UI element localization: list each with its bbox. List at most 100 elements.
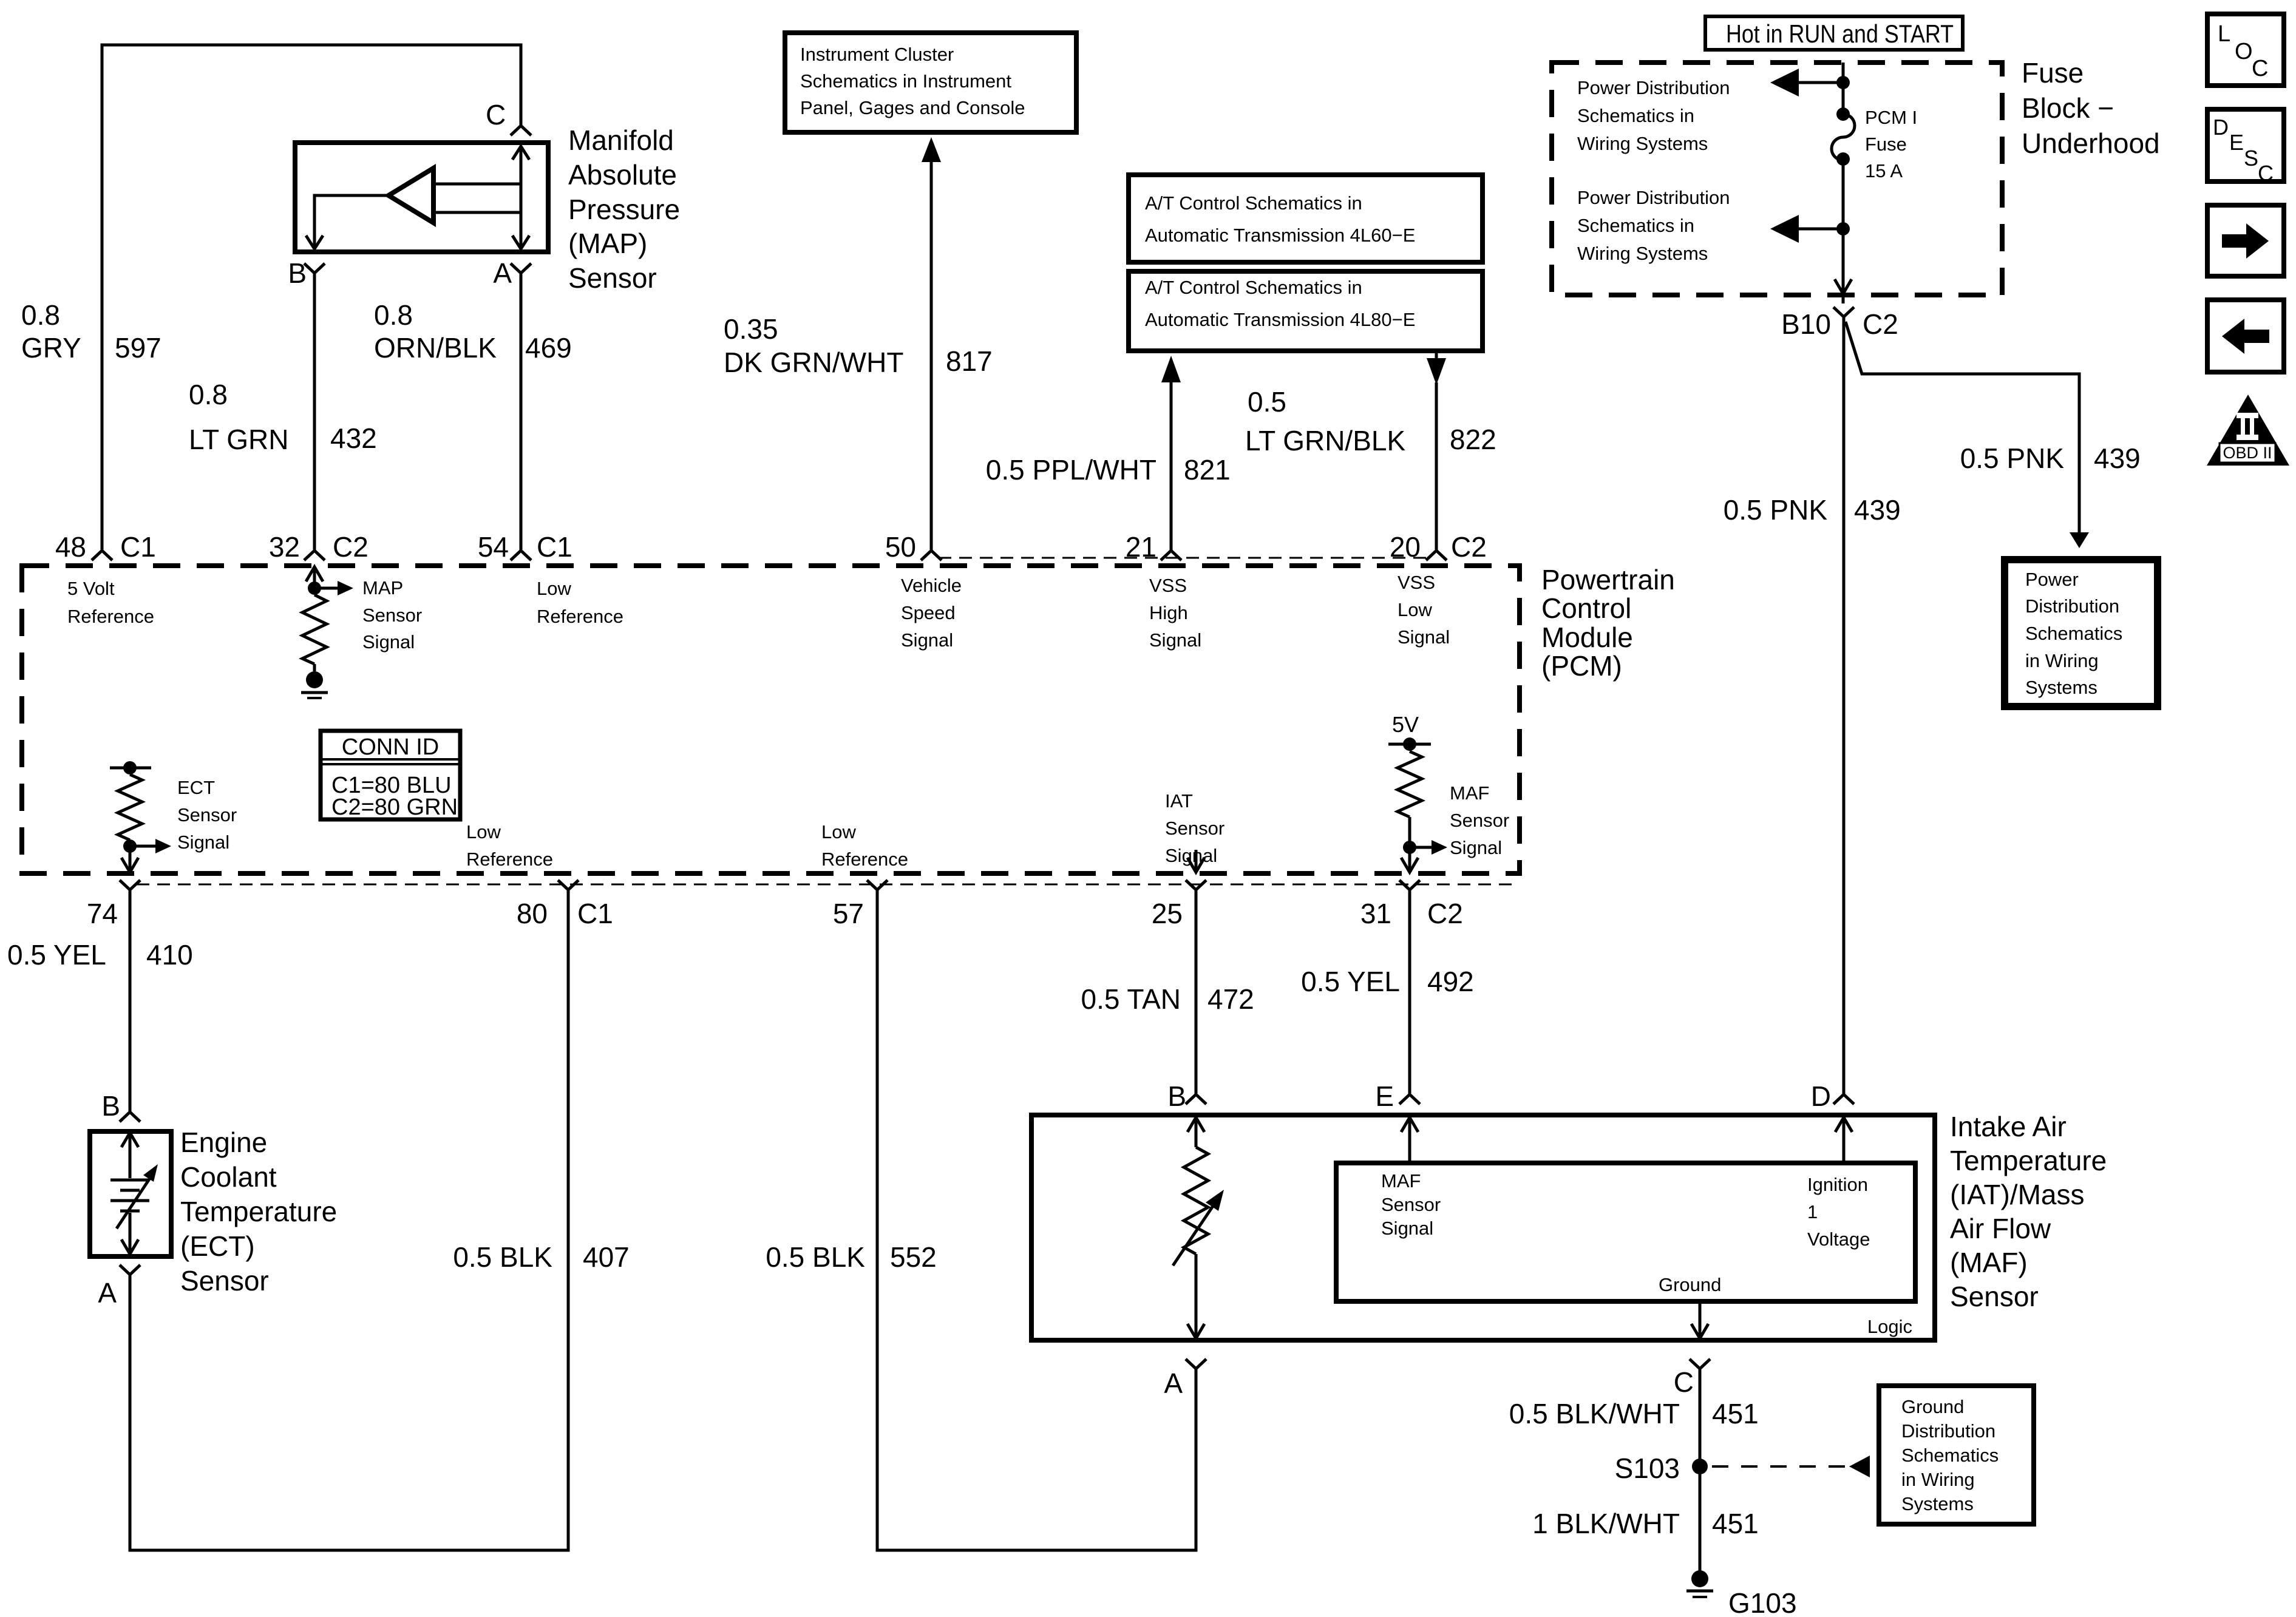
svg-text:C: C (1674, 1366, 1694, 1398)
svg-text:5 Volt: 5 Volt (67, 578, 115, 599)
svg-text:0.35: 0.35 (724, 313, 778, 345)
svg-text:451: 451 (1712, 1508, 1759, 1539)
svg-text:S103: S103 (1615, 1453, 1680, 1484)
svg-text:492: 492 (1427, 966, 1474, 997)
svg-text:432: 432 (330, 422, 377, 454)
svg-text:Reference: Reference (821, 849, 908, 870)
svg-text:C: C (486, 99, 506, 131)
svg-text:B: B (1167, 1080, 1186, 1112)
svg-text:21: 21 (1126, 531, 1156, 563)
svg-text:C2: C2 (333, 531, 369, 563)
svg-text:Automatic Transmission 4L80−E: Automatic Transmission 4L80−E (1145, 309, 1415, 330)
svg-text:MAF: MAF (1381, 1170, 1421, 1192)
svg-text:Sensor: Sensor (362, 605, 422, 626)
svg-text:0.8: 0.8 (189, 379, 228, 410)
svg-text:451: 451 (1712, 1398, 1759, 1429)
svg-text:407: 407 (583, 1241, 630, 1273)
svg-text:Ignition: Ignition (1807, 1174, 1868, 1195)
svg-text:in Wiring: in Wiring (2025, 650, 2099, 671)
svg-text:MAP: MAP (362, 577, 403, 598)
svg-text:GRY: GRY (21, 332, 81, 364)
svg-text:Block −: Block − (2022, 92, 2114, 124)
svg-text:0.8: 0.8 (21, 299, 60, 331)
svg-text:in Wiring: in Wiring (1901, 1469, 1975, 1490)
svg-text:High: High (1149, 602, 1188, 623)
svg-text:25: 25 (1152, 898, 1183, 929)
svg-text:L: L (2218, 21, 2230, 47)
svg-text:C2: C2 (1427, 898, 1463, 929)
svg-text:Temperature: Temperature (1950, 1145, 2107, 1176)
svg-text:D: D (1811, 1080, 1831, 1112)
svg-text:Systems: Systems (1901, 1493, 1974, 1514)
svg-text:Reference: Reference (67, 606, 154, 627)
svg-text:Sensor: Sensor (177, 804, 237, 825)
svg-text:C2: C2 (1451, 531, 1487, 563)
svg-text:54: 54 (478, 531, 509, 563)
svg-text:A/T Control Schematics in: A/T Control Schematics in (1145, 192, 1362, 214)
svg-text:PCM I: PCM I (1865, 107, 1917, 128)
svg-text:Coolant: Coolant (180, 1161, 277, 1193)
svg-text:Vehicle: Vehicle (901, 575, 962, 596)
svg-text:VSS: VSS (1149, 575, 1187, 596)
svg-text:Fuse: Fuse (2022, 57, 2084, 89)
svg-text:Sensor: Sensor (568, 262, 657, 294)
svg-text:410: 410 (146, 939, 193, 971)
svg-text:O: O (2235, 39, 2253, 64)
svg-text:C1: C1 (120, 531, 156, 563)
svg-text:0.5 PPL/WHT: 0.5 PPL/WHT (986, 454, 1156, 486)
svg-text:Hot in RUN and START: Hot in RUN and START (1726, 19, 1954, 48)
svg-text:Ground: Ground (1659, 1274, 1721, 1295)
svg-text:Automatic Transmission 4L60−E: Automatic Transmission 4L60−E (1145, 225, 1415, 246)
svg-text:A: A (1164, 1368, 1183, 1399)
svg-text:74: 74 (87, 898, 118, 929)
svg-text:Low: Low (1398, 599, 1432, 620)
svg-text:0.5 YEL: 0.5 YEL (1301, 966, 1400, 997)
svg-text:ECT: ECT (177, 777, 215, 798)
svg-text:Reference: Reference (537, 606, 623, 627)
svg-text:15 A: 15 A (1865, 160, 1903, 181)
svg-text:CONN ID: CONN ID (342, 734, 439, 760)
svg-text:Wiring Systems: Wiring Systems (1577, 243, 1708, 264)
svg-text:C1: C1 (577, 898, 613, 929)
svg-text:Power: Power (2025, 569, 2079, 590)
svg-text:Signal: Signal (901, 629, 953, 651)
svg-text:ORN/BLK: ORN/BLK (374, 332, 497, 364)
svg-text:Signal: Signal (362, 631, 415, 653)
svg-text:OBD II: OBD II (2223, 444, 2272, 462)
svg-text:D: D (2213, 115, 2229, 140)
svg-text:(MAP): (MAP) (568, 228, 647, 259)
svg-text:IAT: IAT (1165, 790, 1193, 812)
svg-text:Intake Air: Intake Air (1950, 1111, 2067, 1142)
svg-text:472: 472 (1207, 983, 1254, 1015)
svg-text:Sensor: Sensor (1450, 810, 1509, 831)
svg-text:Voltage: Voltage (1807, 1229, 1870, 1250)
svg-text:Sensor: Sensor (180, 1265, 269, 1297)
svg-text:Low: Low (537, 578, 571, 599)
svg-text:821: 821 (1184, 454, 1231, 486)
svg-text:Power Distribution: Power Distribution (1577, 77, 1730, 98)
svg-text:Distribution: Distribution (2025, 595, 2119, 617)
svg-text:80: 80 (517, 898, 548, 929)
svg-text:Signal: Signal (1450, 837, 1502, 858)
svg-text:C1=80 BLU: C1=80 BLU (331, 773, 452, 798)
svg-text:597: 597 (115, 332, 161, 364)
svg-text:Low: Low (821, 821, 856, 842)
svg-text:DK GRN/WHT: DK GRN/WHT (724, 347, 903, 378)
svg-text:57: 57 (833, 898, 864, 929)
svg-text:0.5: 0.5 (1248, 386, 1286, 418)
svg-text:31: 31 (1360, 898, 1391, 929)
svg-text:Control: Control (1541, 592, 1631, 624)
svg-text:20: 20 (1390, 531, 1421, 563)
svg-text:Low: Low (466, 821, 501, 842)
svg-text:0.5 BLK/WHT: 0.5 BLK/WHT (1509, 1398, 1680, 1429)
svg-text:B10: B10 (1781, 308, 1831, 340)
svg-text:469: 469 (525, 332, 572, 364)
svg-text:Panel, Gages and Console: Panel, Gages and Console (800, 97, 1025, 118)
svg-text:0.5 PNK: 0.5 PNK (1724, 494, 1828, 526)
svg-text:5V: 5V (1392, 712, 1419, 737)
svg-text:(PCM): (PCM) (1541, 650, 1622, 682)
svg-text:C: C (2252, 56, 2268, 81)
svg-text:Underhood: Underhood (2022, 127, 2160, 159)
svg-text:Signal: Signal (1381, 1218, 1433, 1239)
svg-text:439: 439 (1854, 494, 1901, 526)
